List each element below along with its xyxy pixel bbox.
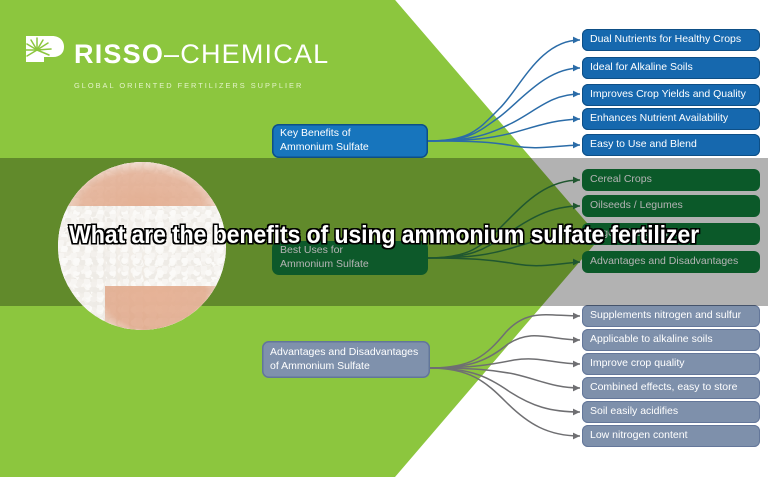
branch-label-line1: Advantages and Disadvantages (270, 345, 419, 358)
branch-label-line2: Ammonium Sulfate (280, 141, 369, 153)
leaf-label: Ideal for Alkaline Soils (590, 61, 693, 74)
leaf-label: Improves Crop Yields and Quality (590, 88, 746, 101)
leaf-node-improve-crop-quality[interactable]: Improve crop quality (582, 353, 760, 375)
sunburst-r-logo-icon (22, 32, 66, 76)
leaf-node-crop-yields[interactable]: Improves Crop Yields and Quality (582, 84, 760, 106)
branch-label-line1: Best Uses for (280, 244, 344, 257)
brand-name-separator: – (164, 38, 181, 69)
leaf-node-vegetables-fruits[interactable]: Vegetables and Fruits (582, 223, 760, 245)
leaf-label: Combined effects, easy to store (590, 381, 738, 394)
leaf-node-low-nitrogen-content[interactable]: Low nitrogen content (582, 425, 760, 447)
brand-name-bold: RISSO (74, 38, 165, 69)
hand-bottom (105, 286, 226, 330)
leaf-node-advantages-disadvantages[interactable]: Advantages and Disadvantages (582, 251, 760, 273)
brand-wordmark: RISSO–CHEMICAL (74, 38, 330, 69)
page-title: What are the benefits of using ammonium … (68, 220, 701, 251)
leaf-label: Improve crop quality (590, 357, 685, 370)
leaf-node-applicable-alkaline-soils[interactable]: Applicable to alkaline soils (582, 329, 760, 351)
leaf-node-alkaline-soils[interactable]: Ideal for Alkaline Soils (582, 57, 760, 79)
brand-name-light: CHEMICAL (180, 38, 330, 69)
leaf-node-dual-nutrients[interactable]: Dual Nutrients for Healthy Crops (582, 29, 760, 51)
leaf-node-oilseeds-legumes[interactable]: Oilseeds / Legumes (582, 195, 760, 217)
branch-label-line1: Key Benefits of (280, 127, 351, 140)
hand-top (58, 162, 226, 206)
leaf-label: Enhances Nutrient Availability (590, 112, 729, 125)
leaf-label: Oilseeds / Legumes (590, 199, 683, 212)
leaf-label: Supplements nitrogen and sulfur (590, 309, 742, 322)
leaf-label: Dual Nutrients for Healthy Crops (590, 33, 742, 46)
leaf-label: Low nitrogen content (590, 429, 688, 442)
leaf-node-combined-effects[interactable]: Combined effects, easy to store (582, 377, 760, 399)
brand-logo: RISSO–CHEMICAL GLOBAL ORIENTED FERTILIZE… (22, 32, 329, 90)
branch-label-line2: Ammonium Sulfate (280, 258, 369, 270)
leaf-node-nutrient-availability[interactable]: Enhances Nutrient Availability (582, 108, 760, 130)
leaf-label: Vegetables and Fruits (590, 227, 692, 240)
branch-node-key-benefits[interactable]: Key Benefits of Ammonium Sulfate (272, 124, 428, 158)
leaf-node-soil-acidifies[interactable]: Soil easily acidifies (582, 401, 760, 423)
branch-label-line2: of Ammonium Sulfate (270, 359, 370, 372)
branch-node-best-uses[interactable]: Best Uses for Ammonium Sulfate (272, 241, 428, 275)
leaf-label: Applicable to alkaline soils (590, 333, 713, 346)
leaf-label: Advantages and Disadvantages (590, 255, 739, 268)
leaf-node-cereal-crops[interactable]: Cereal Crops (582, 169, 760, 191)
leaf-node-easy-to-use[interactable]: Easy to Use and Blend (582, 134, 760, 156)
product-photo-circle (58, 162, 226, 330)
leaf-label: Easy to Use and Blend (590, 138, 697, 151)
leaf-label: Soil easily acidifies (590, 405, 679, 418)
brand-tagline: GLOBAL ORIENTED FERTILIZERS SUPPLIER (74, 81, 304, 90)
leaf-label: Cereal Crops (590, 173, 652, 186)
leaf-node-supplements-nitrogen-sulfur[interactable]: Supplements nitrogen and sulfur (582, 305, 760, 327)
branch-node-advantages-disadvantages[interactable]: Advantages and Disadvantages of Ammonium… (262, 341, 430, 378)
